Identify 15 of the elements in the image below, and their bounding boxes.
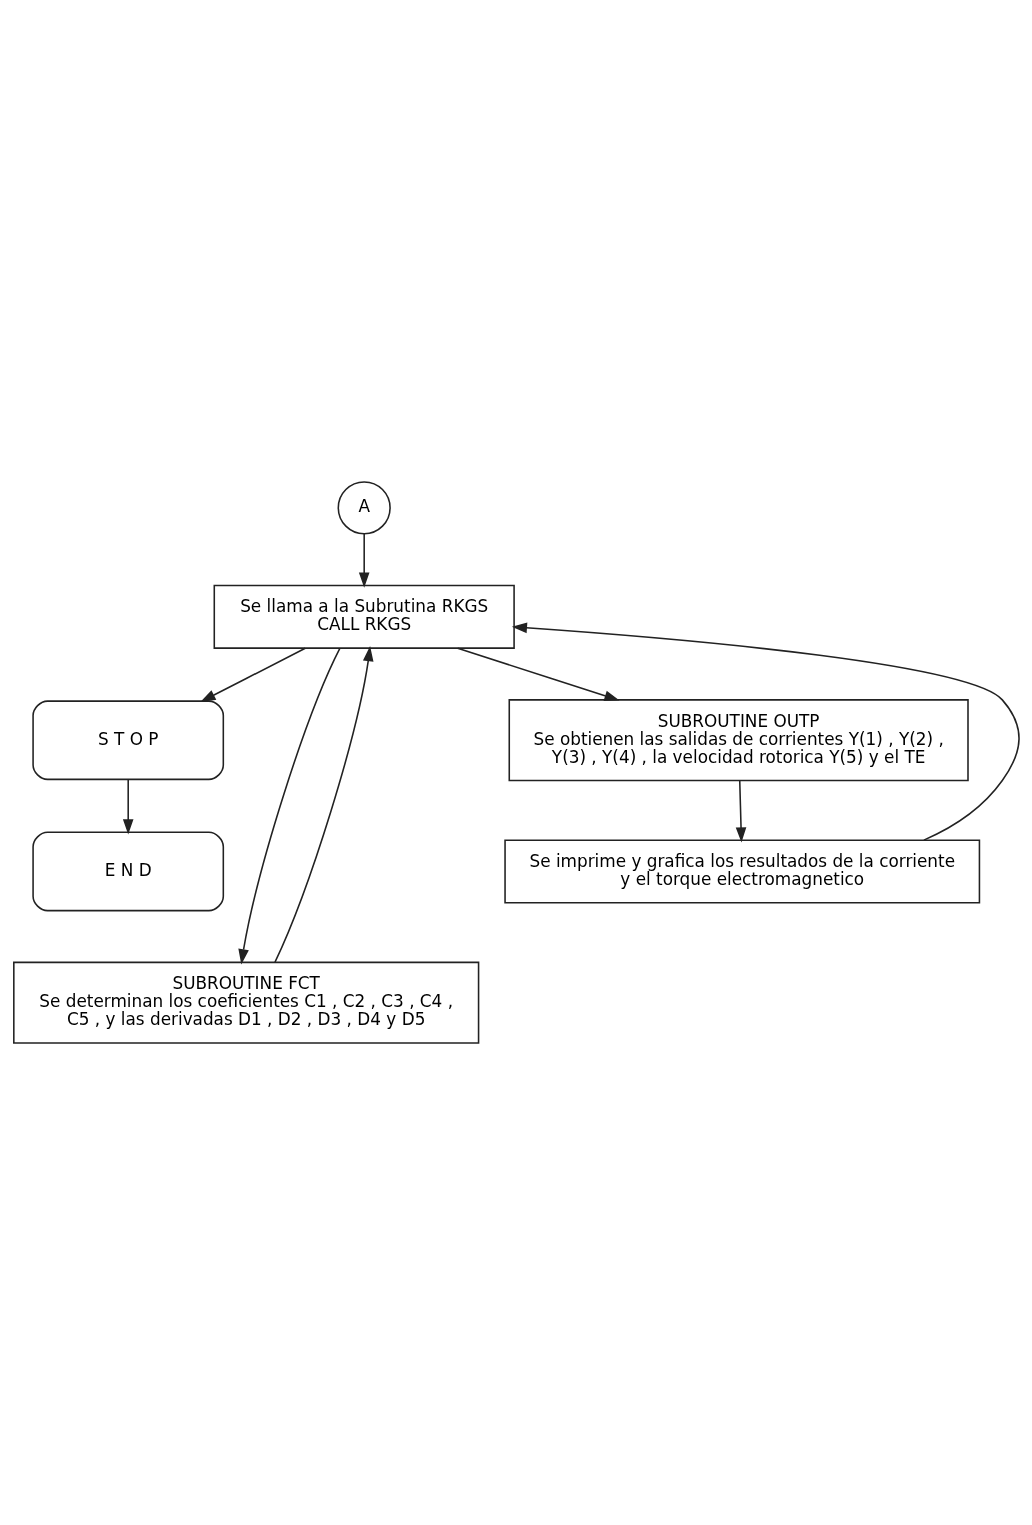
- arrow: [273, 646, 373, 963]
- arrow: [199, 647, 306, 703]
- node-box: E N D: [31, 831, 224, 912]
- node-box: Se imprime y grafica los resultados de la corriente y el torque electromagnetico: [503, 839, 980, 904]
- node-box: SUBROUTINE OUTP Se obtienen las salidas de corrientes Y(1) , Y(2) , Y(3) , Y(4) , la velocidad rotorica Y(5) y el TE: [508, 699, 969, 782]
- arrow: [456, 647, 620, 701]
- arrow: [358, 533, 369, 588]
- node-circle: A: [337, 481, 391, 535]
- arrow: [511, 622, 1020, 841]
- arrow: [122, 778, 133, 835]
- arrow: [735, 780, 746, 843]
- arrow: [237, 647, 341, 965]
- node-box: SUBROUTINE FCT Se determinan los coeficientes C1 , C2 , C3 , C4 , C5 , y las derivadas D1 , D2 , D3 , D4 y D5: [12, 961, 479, 1044]
- node-box: S T O P: [31, 700, 224, 781]
- node-box: Se llama a la Subrutina RKGS CALL RKGS: [213, 584, 515, 649]
